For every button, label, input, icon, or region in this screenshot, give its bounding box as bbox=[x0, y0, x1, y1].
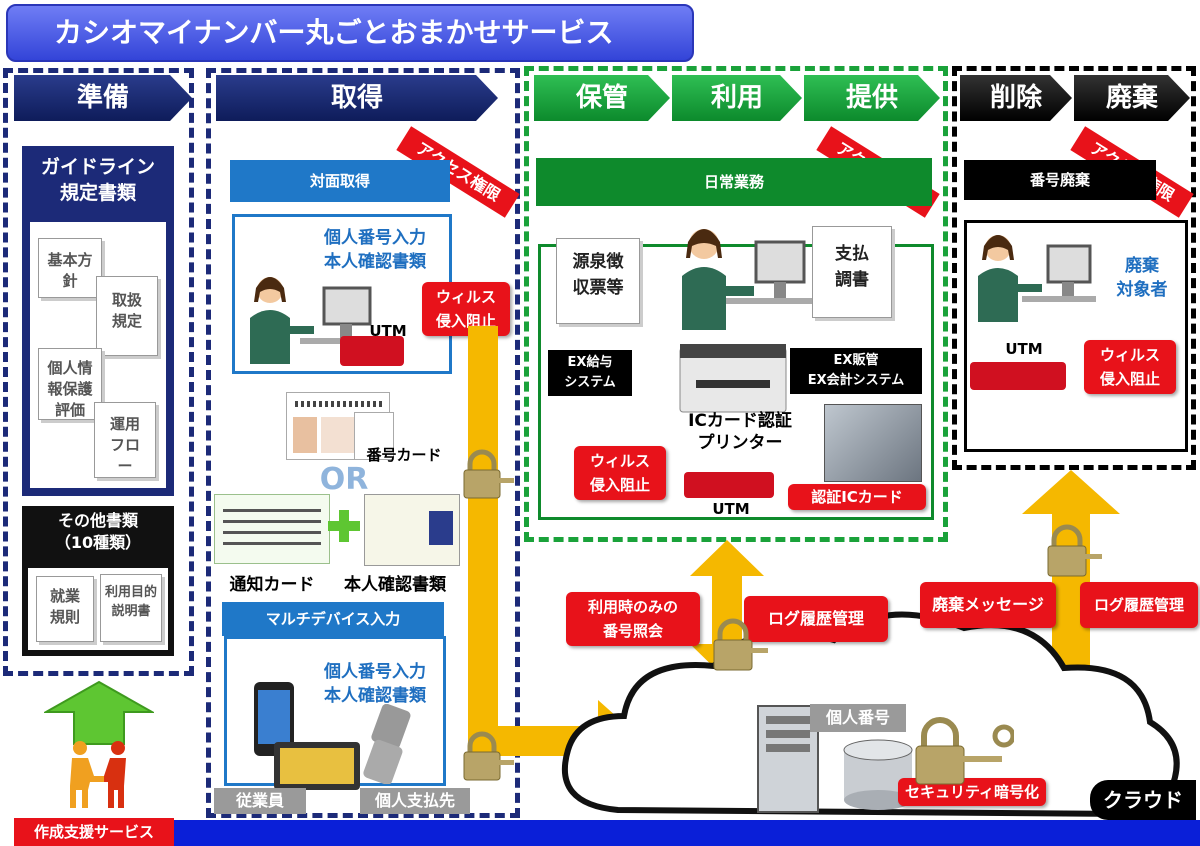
auth-ic-card-label: 認証ICカード bbox=[788, 484, 926, 510]
utm-label-acquire: UTM bbox=[369, 322, 407, 340]
guideline-title: ガイドライン 規定書類 bbox=[40, 156, 155, 204]
utm-label-dispose: UTM bbox=[1005, 340, 1043, 358]
virus-block-store: ウィルス 侵入阻止 bbox=[574, 446, 666, 500]
phase-store: 保管 bbox=[534, 75, 670, 121]
padlock-icon-acquire bbox=[463, 449, 514, 499]
store-use-provide-panel bbox=[524, 66, 948, 542]
cloud-label: クラウド bbox=[1090, 780, 1196, 820]
ic-card-printer-label: ICカード認証 プリンター bbox=[688, 411, 792, 453]
payee-label: 個人支払先 bbox=[360, 788, 470, 814]
prep-panel bbox=[3, 68, 194, 676]
doc-operation-flow: 運用フロー bbox=[94, 402, 156, 478]
delete-dispose-panel bbox=[952, 66, 1196, 470]
phase-prep: 準備 bbox=[14, 75, 192, 121]
padlock-icon-store bbox=[713, 618, 768, 671]
office-worker-icon bbox=[682, 229, 812, 330]
utm-device-acquire bbox=[340, 336, 404, 366]
doc-payment-record: 支払 調書 bbox=[812, 226, 892, 318]
multi-input-text: 個人番号入力 本人確認書類 bbox=[324, 662, 426, 706]
ex-sales-accounting-system: EX販管 EX会計システム bbox=[790, 348, 922, 394]
daily-work-header: 日常業務 bbox=[536, 158, 932, 206]
number-disposal-header: 番号廃棄 bbox=[964, 160, 1156, 200]
face-to-face-header: 対面取得 bbox=[230, 160, 450, 202]
card-reader-photo bbox=[824, 404, 922, 482]
feature-phone-icon bbox=[363, 704, 411, 784]
doc-privacy-assessment: 個人情報保護評価 bbox=[38, 348, 102, 420]
disposal-target-label: 廃棄 対象者 bbox=[1116, 256, 1168, 300]
support-service-label: 作成支援サービス bbox=[14, 818, 174, 846]
padlock-icon-flow bbox=[463, 731, 514, 781]
tablet-icon bbox=[274, 742, 360, 790]
disposal-message-label: 廃棄メッセージ bbox=[920, 582, 1056, 628]
doc-purpose-statement: 利用目的説明書 bbox=[100, 574, 162, 642]
doc-withholding-slip: 源泉徴 収票等 bbox=[556, 238, 640, 324]
database-icon bbox=[843, 739, 913, 810]
phase-acquire: 取得 bbox=[216, 75, 498, 121]
page-title: カシオマイナンバー丸ごとおまかせサービス bbox=[6, 4, 694, 62]
flow-vertical-acquire bbox=[468, 326, 498, 756]
server-icon bbox=[757, 705, 819, 813]
utm-label-store: UTM bbox=[712, 500, 750, 518]
id-documents-label: 本人確認書類 bbox=[344, 575, 446, 595]
padlock-icon-dispose bbox=[1047, 524, 1102, 577]
plus-icon bbox=[328, 510, 360, 542]
virus-block-dispose: ウィルス 侵入阻止 bbox=[1084, 340, 1176, 394]
handshake-icon bbox=[70, 741, 126, 808]
operator-at-pc-icon bbox=[250, 277, 380, 364]
acquire-panel bbox=[206, 68, 520, 818]
notice-card-label: 通知カード bbox=[229, 575, 315, 595]
other-docs-title: その他書類 （10種類） bbox=[54, 511, 142, 552]
padlock-icon-cloud bbox=[915, 717, 1014, 785]
phase-use: 利用 bbox=[672, 75, 802, 121]
multi-device-header: マルチデバイス入力 bbox=[222, 602, 444, 636]
disposal-operator-icon bbox=[978, 235, 1096, 322]
notice-card-image bbox=[214, 494, 330, 564]
doc-basic-policy: 基本方針 bbox=[38, 238, 102, 298]
flow-double-arrow-dispose-icon bbox=[1022, 470, 1120, 716]
doc-work-rules: 就業規則 bbox=[36, 576, 94, 642]
or-label: OR bbox=[319, 462, 369, 497]
face-input-text: 個人番号入力 本人確認書類 bbox=[324, 228, 426, 272]
footer-bar bbox=[174, 820, 1200, 846]
log-history-label-1: ログ履歴管理 bbox=[744, 596, 888, 642]
phase-dispose: 廃棄 bbox=[1074, 75, 1190, 121]
phase-delete: 削除 bbox=[960, 75, 1072, 121]
number-card-photo bbox=[354, 412, 394, 460]
phase-provide: 提供 bbox=[804, 75, 940, 121]
doc-handling-rules: 取扱規定 bbox=[96, 276, 158, 356]
personal-number-label: 個人番号 bbox=[810, 704, 906, 732]
log-history-label-2: ログ履歴管理 bbox=[1080, 582, 1198, 628]
id-document-image bbox=[364, 494, 460, 566]
utm-device-store bbox=[684, 472, 774, 498]
smartphone-icon bbox=[254, 682, 294, 756]
support-arrow-icon bbox=[44, 680, 154, 745]
utm-device-dispose bbox=[970, 362, 1066, 390]
printer-icon bbox=[679, 344, 787, 413]
number-card-label: 番号カード bbox=[366, 446, 442, 464]
lookup-on-use-label: 利用時のみの 番号照会 bbox=[566, 592, 700, 646]
employee-label: 従業員 bbox=[214, 788, 306, 814]
ex-payroll-system: EX給与 システム bbox=[548, 350, 632, 396]
